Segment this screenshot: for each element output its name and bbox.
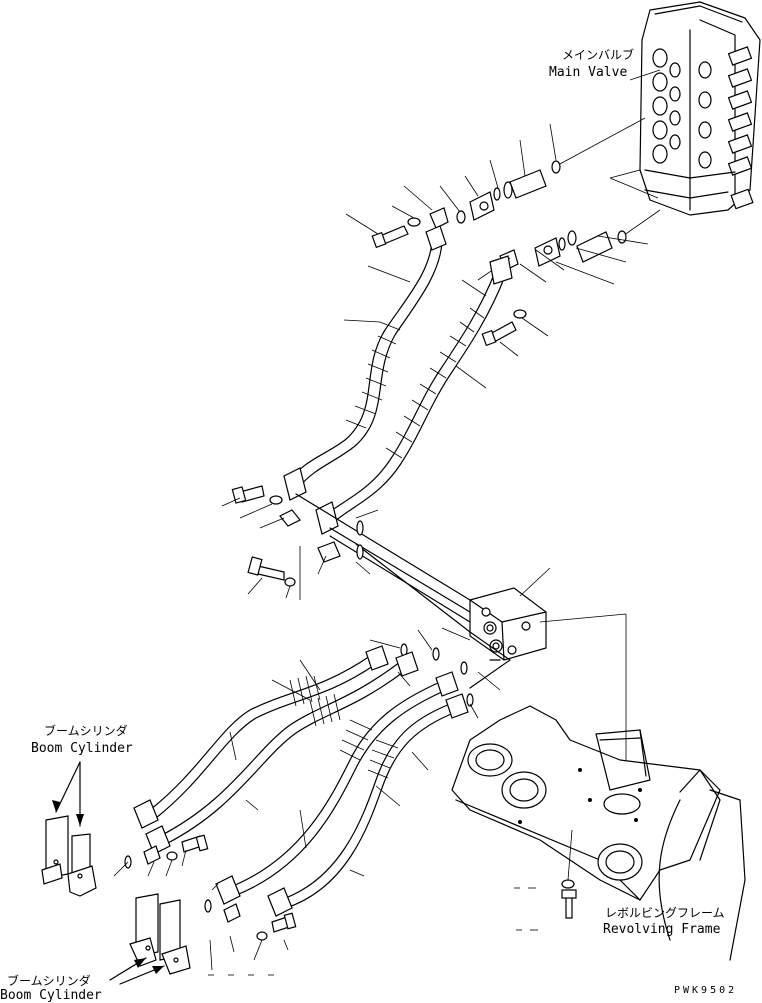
- main-valve-label-en: Main Valve: [549, 65, 628, 80]
- lower-hoses: [133, 627, 511, 917]
- junction-block: [469, 567, 627, 760]
- upper-hoses: [283, 225, 513, 535]
- boom-cylinder-lower: [109, 893, 191, 985]
- boom-cylinder-2-label-en: Boom Cylinder: [0, 988, 102, 1003]
- main-valve: [629, 1, 761, 216]
- main-valve-label-jp: メインバルブ: [562, 48, 635, 62]
- boom-cylinder-upper: [41, 761, 97, 897]
- revolving-frame-label-jp: レボルビングフレーム: [605, 906, 725, 920]
- revolving-frame-label-en: Revolving Frame: [603, 922, 721, 937]
- boom-cylinder-1-label-en: Boom Cylinder: [31, 741, 133, 756]
- revolving-frame: [451, 705, 746, 961]
- boom-cylinder-2-label-jp: ブームシリンダ: [7, 974, 91, 988]
- upper-fittings: [345, 117, 661, 357]
- lower-fittings: [113, 834, 297, 971]
- mid-fittings: [221, 485, 471, 633]
- boom-cylinder-1-label-jp: ブームシリンダ: [44, 724, 128, 738]
- drawing-code: PWK9502: [674, 985, 738, 996]
